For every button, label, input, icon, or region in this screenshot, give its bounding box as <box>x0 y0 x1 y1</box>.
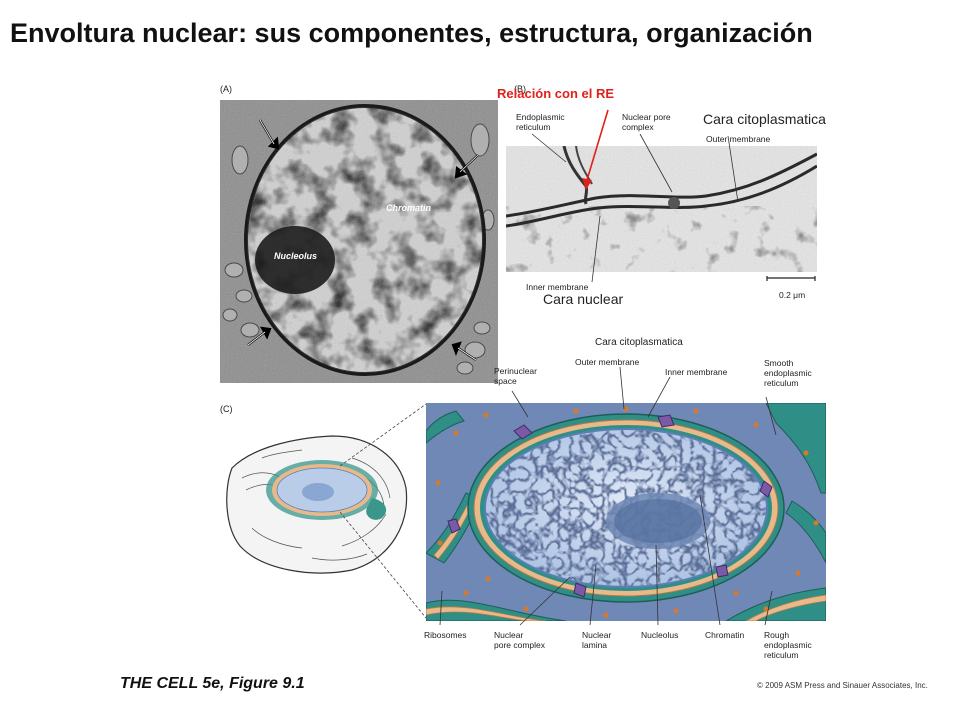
panel-b-er-label: Endoplasmic reticulum <box>516 112 565 132</box>
panel-c-smooth-er-label: Smooth endoplasmic reticulum <box>764 358 812 388</box>
panel-c-perinuclear-label: Perinuclear space <box>494 366 537 386</box>
page-title: Envoltura nuclear: sus componentes, estr… <box>10 18 813 48</box>
copyright-notice: © 2009 ASM Press and Sinauer Associates,… <box>757 681 928 690</box>
panel-a-letter: (A) <box>220 84 232 94</box>
panel-b-letter: (B) <box>514 84 526 94</box>
panel-b-pore-label: Nuclear pore complex <box>622 112 671 132</box>
panel-c-outer-label: Outer membrane <box>575 357 640 367</box>
panel-c-zoom-lines <box>340 403 427 619</box>
annotation-cara-citoplasmatica-lower: Cara citoplasmatica <box>595 337 683 348</box>
panel-c-nucleus-illustration <box>426 403 826 621</box>
panel-c-lamina-label: Nuclear lamina <box>582 630 612 650</box>
panel-b-scale-label: 0.2 μm <box>779 290 806 300</box>
panel-c-inner-label: Inner membrane <box>665 367 728 377</box>
panel-c-rough-er-label: Rough endoplasmic reticulum <box>764 630 812 660</box>
annotation-cara-nuclear: Cara nuclear <box>543 291 624 307</box>
panel-b-outer-label: Outer membrane <box>706 134 771 144</box>
annotation-cara-citoplasmatica-top: Cara citoplasmatica <box>703 111 826 127</box>
panel-c-letter: (C) <box>220 404 233 414</box>
panel-c-cell-sketch <box>226 435 408 574</box>
panel-c-leader-lines <box>439 366 777 626</box>
panel-b-scale-bar <box>766 276 816 281</box>
panel-c-nucleolus-label: Nucleolus <box>641 630 679 640</box>
panel-a-nucleolus-label: Nucleolus <box>274 251 318 261</box>
panel-b-inner-label: Inner membrane <box>526 282 589 292</box>
panel-c-chromatin-label: Chromatin <box>705 630 745 640</box>
figure-caption: THE CELL 5e, Figure 9.1 <box>120 675 305 692</box>
panel-c-ribosomes-label: Ribosomes <box>424 630 467 640</box>
panel-b-leader-lines <box>531 109 739 283</box>
panel-b-micrograph <box>506 146 817 272</box>
panel-a-micrograph <box>220 100 498 383</box>
panel-c-npc-label: Nuclear pore complex <box>494 630 546 650</box>
annotation-relacion-re: Relación con el RE <box>497 86 615 101</box>
panel-a-chromatin-label: Chromatin <box>386 203 431 213</box>
